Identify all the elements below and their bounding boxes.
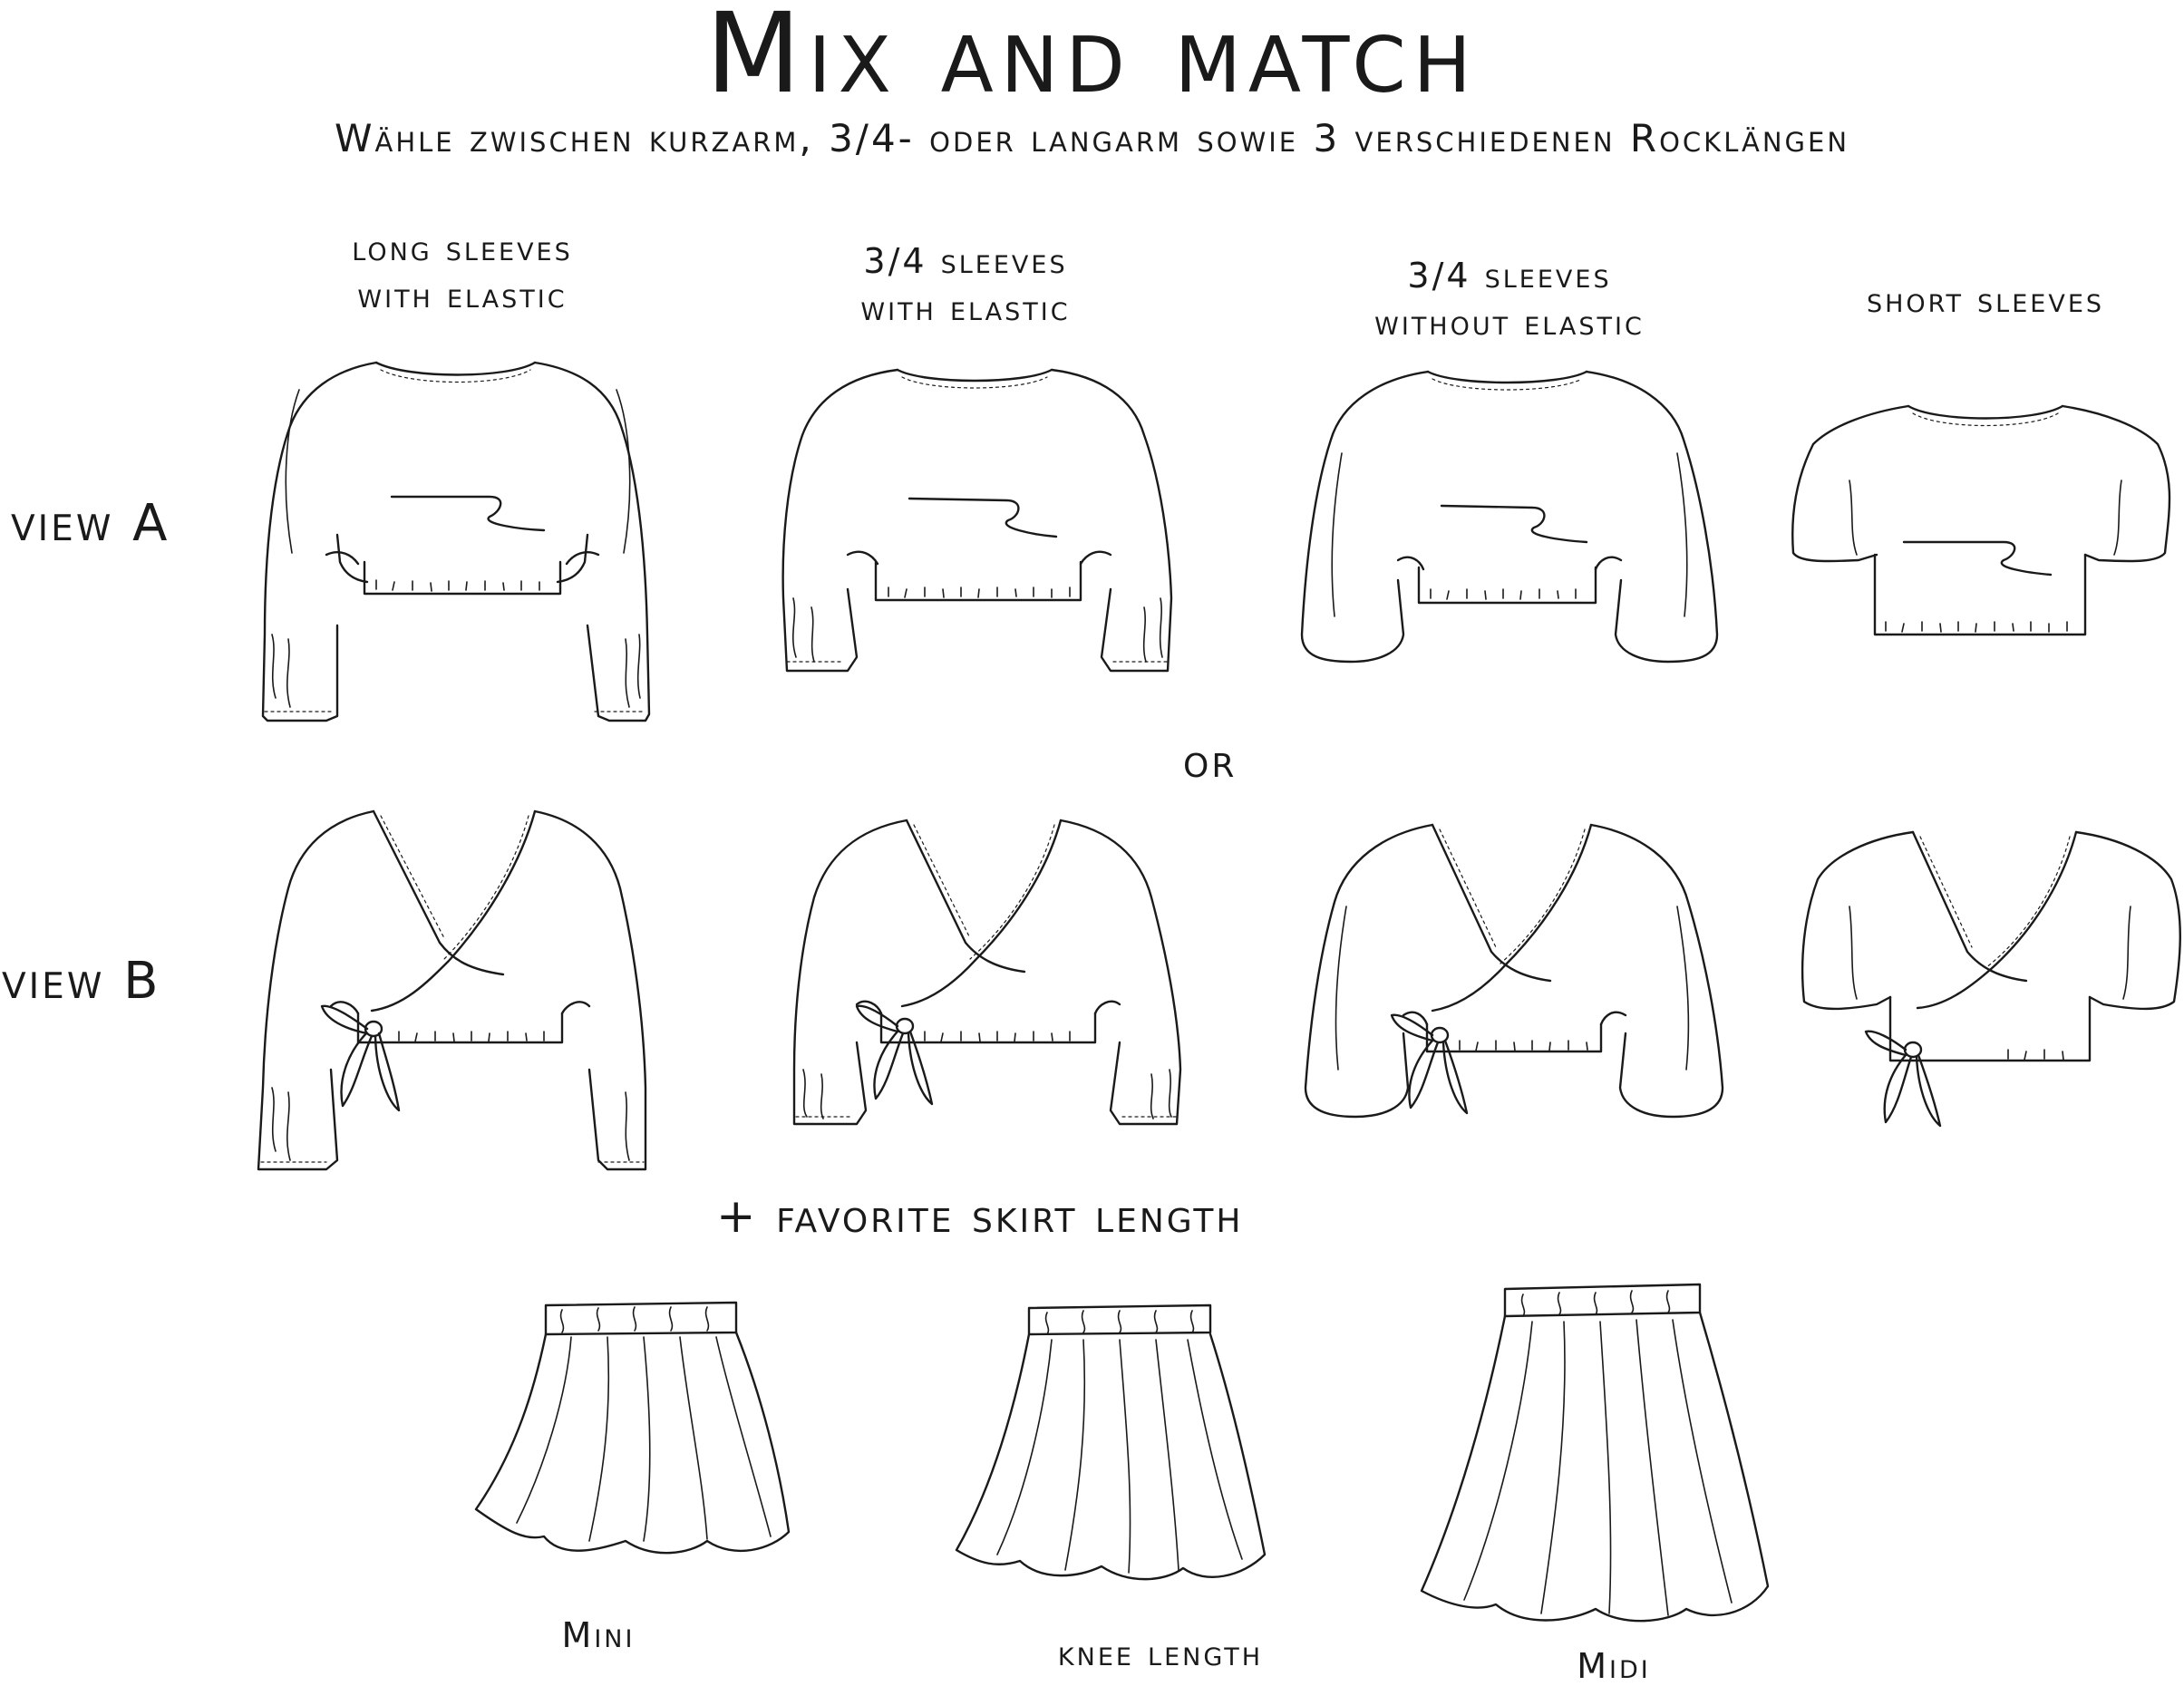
top-a-three-quarter-no-elastic xyxy=(1300,370,1719,664)
separator-or: or xyxy=(1183,734,1238,789)
top-b-three-quarter-no-elastic xyxy=(1304,823,1724,1119)
top-a-short-sleeves xyxy=(1791,404,2171,636)
skirt-midi xyxy=(1420,1283,1770,1623)
sleeve-label-line1: short sleeves xyxy=(1866,280,2105,320)
skirt-label-knee: knee length xyxy=(1057,1633,1264,1673)
page-title: Mix and match xyxy=(705,0,1479,118)
sleeve-label-line2: without elastic xyxy=(1374,303,1645,343)
top-b-short-sleeves xyxy=(1801,830,2181,1128)
page-subtitle: Wähle zwischen kurzarm, 3/4- oder langar… xyxy=(334,116,1850,160)
sleeve-label-three-quarter-no-elastic: 3/4 sleeves without elastic xyxy=(1333,252,1686,346)
sleeve-label-line1: 3/4 sleeves xyxy=(863,241,1068,281)
row-label-view-b: view B xyxy=(2,952,161,1011)
top-a-long-sleeves xyxy=(261,361,651,722)
skirt-knee xyxy=(955,1303,1267,1581)
top-a-three-quarter-elastic xyxy=(781,368,1173,673)
sleeve-label-three-quarter-elastic: 3/4 sleeves with elastic xyxy=(798,237,1133,332)
sleeve-label-short: short sleeves xyxy=(1818,276,2153,324)
skirt-mini xyxy=(474,1301,791,1555)
sleeve-label-line1: long sleeves xyxy=(352,228,573,268)
sleeve-label-line2: with elastic xyxy=(357,276,568,315)
top-b-three-quarter-elastic xyxy=(792,819,1182,1126)
row-label-view-a: view A xyxy=(11,494,170,553)
sleeve-label-line2: with elastic xyxy=(860,288,1071,328)
skirt-heading: + favorite skirt length xyxy=(716,1189,1244,1244)
top-b-long-sleeves xyxy=(257,809,647,1171)
sleeve-label-line1: 3/4 sleeves xyxy=(1407,256,1612,296)
sleeve-label-long: long sleeves with elastic xyxy=(295,225,630,319)
skirt-label-mini: Mini xyxy=(561,1615,636,1655)
